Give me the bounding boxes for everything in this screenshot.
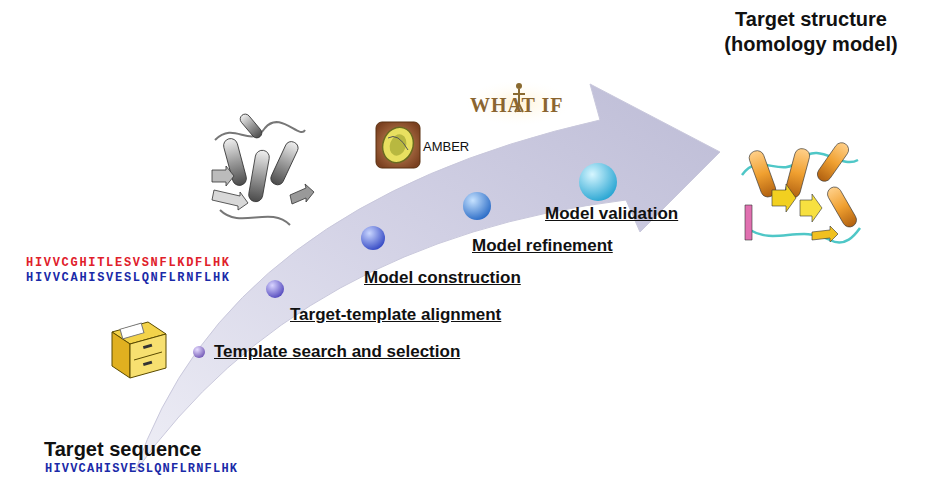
input-heading: Target sequence <box>44 437 201 462</box>
target-sequence: HIVVCAHISVESLQNFLRNFLHK <box>45 462 238 477</box>
step-label: Model validation <box>545 204 678 223</box>
step-label: Model refinement <box>472 236 613 255</box>
template-sequence: HIVVCGHITLESVSNFLKDFLHK <box>26 256 231 271</box>
result-heading: Target structure (homology model) <box>716 7 906 57</box>
workflow-step: Model refinement <box>472 236 613 256</box>
step-label: Target-template alignment <box>290 305 501 324</box>
program-name: AMBER <box>423 139 469 155</box>
workflow-step: Target-template alignment <box>290 305 501 325</box>
workflow-step: Model construction <box>364 268 521 288</box>
step-label: Template search and selection <box>214 342 460 361</box>
step-label: Model construction <box>364 268 521 287</box>
program-logo-text: WHAT IF <box>470 93 564 118</box>
workflow-step: Template search and selection <box>214 342 460 362</box>
target-sequence-aligned: HIVVCAHISVESLQNFLRNFLHK <box>26 271 231 286</box>
workflow-step: Model validation <box>545 204 678 224</box>
